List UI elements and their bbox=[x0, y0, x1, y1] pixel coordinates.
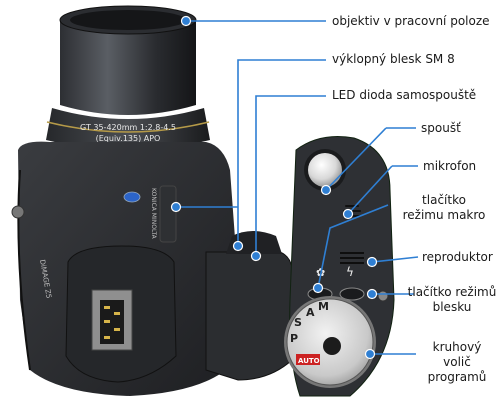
lens-text-2: (Equiv.135) APO bbox=[96, 134, 161, 143]
label-flash-mode-line1: tlačítko režimů bbox=[407, 285, 497, 299]
dial-letter-a: A bbox=[306, 306, 315, 319]
label-objective: objektiv v pracovní poloze bbox=[332, 14, 490, 28]
brand-text: KONICA MINOLTA bbox=[150, 188, 157, 240]
label-mic: mikrofon bbox=[423, 159, 477, 173]
camera-lens: GT 35-420mm 1:2.8-4.5 (Equiv.135) APO bbox=[46, 5, 210, 150]
lens-text-1: GT 35-420mm 1:2.8-4.5 bbox=[80, 123, 176, 132]
label-led: LED dioda samospouště bbox=[332, 88, 477, 102]
flash-icon: ϟ bbox=[346, 265, 354, 279]
label-macro-line1: tlačítko bbox=[422, 193, 466, 207]
label-speaker: reproduktor bbox=[422, 250, 493, 264]
right-housing bbox=[205, 231, 293, 381]
strap-lug bbox=[11, 205, 25, 219]
mode-dial: S A P M AUTO bbox=[284, 296, 376, 388]
hot-shoe bbox=[65, 245, 177, 383]
label-dial-line3: programů bbox=[427, 370, 487, 384]
label-macro-line2: režimu makro bbox=[402, 208, 486, 222]
dial-auto: AUTO bbox=[298, 357, 320, 365]
brand-logo-icon bbox=[123, 191, 141, 203]
dial-letter-p: P bbox=[290, 332, 298, 345]
label-flash-mode: tlačítko režimů blesku bbox=[404, 285, 500, 315]
label-dial-line2: volič bbox=[443, 355, 471, 369]
label-flash: výklopný blesk SM 8 bbox=[332, 52, 455, 66]
label-shutter: spoušť bbox=[421, 121, 461, 135]
dial-letter-m: M bbox=[318, 300, 329, 313]
dial-letter-s: S bbox=[294, 316, 302, 329]
label-macro: tlačítko režimu makro bbox=[394, 193, 494, 223]
flash-mode-button bbox=[339, 287, 365, 301]
label-dial-line1: kruhový bbox=[432, 340, 482, 354]
callout-lines bbox=[170, 15, 419, 360]
label-dial: kruhový volič programů bbox=[420, 340, 494, 385]
speaker-holes bbox=[340, 252, 364, 264]
label-flash-mode-line2: blesku bbox=[432, 300, 472, 314]
